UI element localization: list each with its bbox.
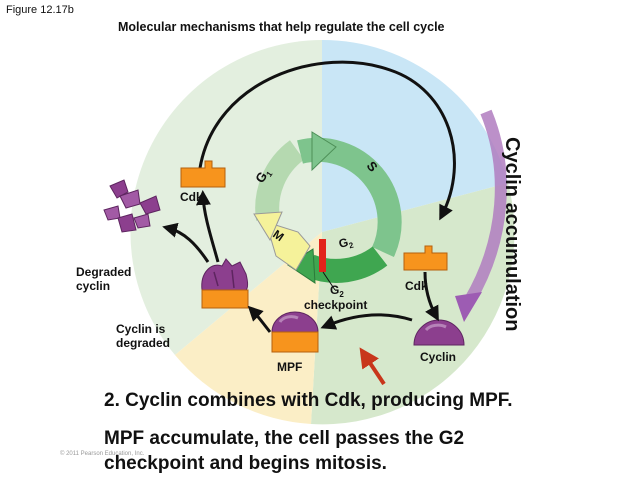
phase-g2: G2: [337, 234, 355, 253]
cyclin-molecule: [413, 319, 465, 346]
s-arrow-head: [311, 131, 337, 172]
caption-line-2: MPF accumulate, the cell passes the G2 c…: [104, 428, 465, 474]
arrow-cdk-right-to-cyclin: [423, 271, 439, 322]
cyclin-accumulation-arrow: [464, 109, 507, 304]
caption-line-1: 2. Cyclin combines with Cdk, producing M…: [104, 390, 513, 411]
cdk-recycle-arrow: [198, 60, 456, 221]
cyclin-accumulation-label: Cyclin accumulation: [501, 137, 523, 332]
cell-cycle-ring: [253, 131, 402, 291]
label-mpf: MPF: [277, 360, 303, 374]
label-cyclin: Cyclin: [420, 350, 457, 364]
m-arrow-head: [253, 211, 283, 242]
label-degraded-cyclin: Degraded cyclin: [76, 265, 132, 293]
red-highlight-arrow: [359, 347, 386, 386]
g2-arc: [305, 246, 388, 283]
figure-title: Molecular mechanisms that help regulate …: [118, 20, 445, 34]
g2-checkpoint-label: G2: [330, 283, 344, 299]
arrow-degrading-to-cdk: [195, 190, 220, 263]
cyclin-accumulation-arrow-head: [455, 292, 482, 322]
label-cdk-top: Cdk: [180, 190, 203, 204]
g1-sector: [130, 40, 322, 355]
m-segment: [265, 221, 311, 271]
g2-checkpoint-word: checkpoint: [304, 298, 367, 312]
arrow-mpf-to-degrading: [247, 305, 272, 333]
g1-arc: [255, 140, 305, 221]
arrow-degrading-to-fragments: [162, 222, 210, 263]
degrading-complex: [201, 258, 249, 309]
cyclin-fragments: [103, 179, 161, 233]
phase-disc: [130, 39, 515, 425]
arrow-cyclin-to-mpf: [320, 313, 413, 330]
cdk-right: [403, 245, 448, 271]
mpf-complex: [271, 311, 319, 353]
copyright-notice: © 2011 Pearson Education, Inc.: [60, 451, 145, 457]
label-cdk-right: Cdk: [405, 279, 428, 293]
m-sector: [175, 232, 322, 424]
checkpoint-leader: [322, 271, 336, 291]
cdk-top: [180, 160, 226, 188]
g2-checkpoint-bar: [319, 239, 326, 272]
figure-label: Figure 12.17b: [6, 4, 74, 16]
label-cyclin-is-degraded: Cyclin is degraded: [116, 322, 171, 350]
